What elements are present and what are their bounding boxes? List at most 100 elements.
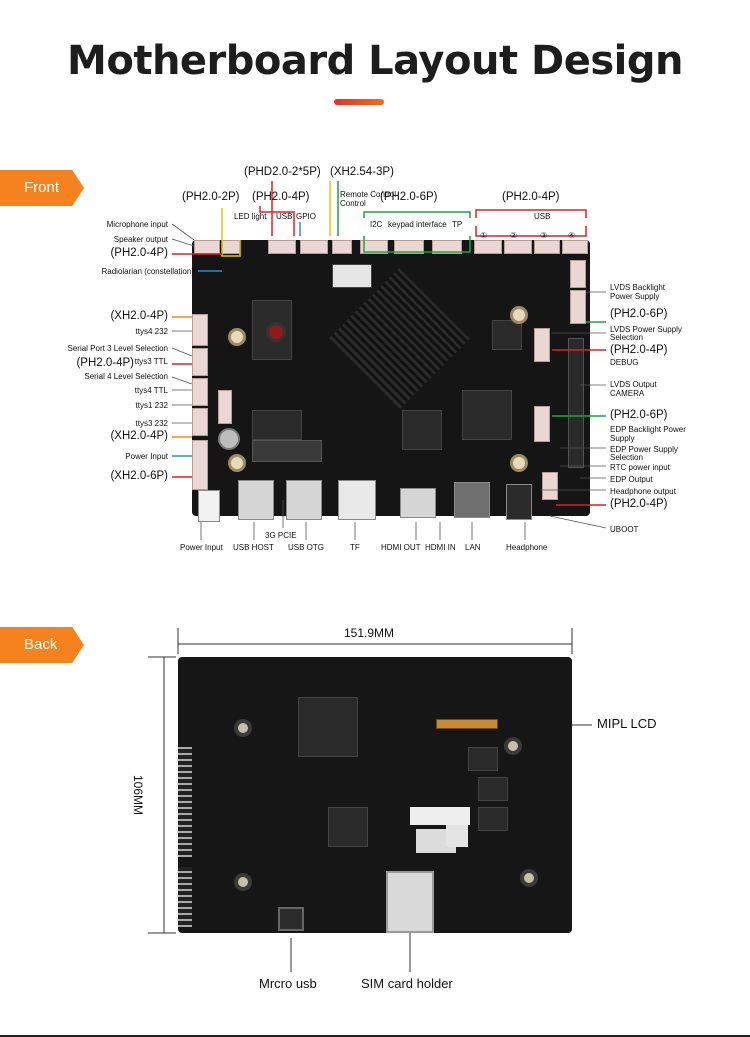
bottom-divider	[0, 1035, 750, 1037]
label-speaker-output: Speaker output	[113, 235, 168, 244]
connector	[192, 348, 208, 376]
back-board	[178, 657, 572, 933]
spec-left-xh2-4p-1: (XH2.0-4P)	[110, 310, 168, 322]
spec-ph2-6p-top: (PH2.0-6P)	[380, 191, 438, 203]
label-rtc-power: RTC power input	[610, 463, 670, 472]
headphone-jack	[506, 484, 532, 520]
label-power-supply: Power Supply	[610, 292, 660, 301]
width-dimension: 151.9MM	[344, 626, 395, 640]
label-lvds-backlight: LVDS Backlight	[610, 283, 665, 292]
label-gpio: GPIO	[296, 212, 317, 221]
height-dimension: 106MM	[131, 774, 146, 816]
connector	[534, 406, 550, 442]
mounting-hole	[228, 454, 246, 472]
connector	[192, 408, 208, 436]
connector	[218, 390, 232, 424]
label-headphone-output: Headphone output	[610, 487, 676, 496]
title-underline	[334, 99, 384, 105]
usb-number-3: ③	[540, 231, 548, 240]
label-ttys3-ttl: ttys3 TTL	[134, 357, 168, 366]
spec-ph2-4p-top: (PH2.0-4P)	[252, 191, 310, 203]
label-microphone-input: Microphone input	[106, 220, 168, 229]
connector	[192, 440, 208, 490]
chip	[462, 390, 512, 440]
label-hdmi-in: HDMI IN	[425, 543, 456, 552]
label-led-light: LED light	[234, 212, 267, 221]
label-usb-right: USB	[534, 212, 551, 221]
label-mipl-lcd: MIPL LCD	[597, 716, 657, 731]
spec-left-ph2-4p-1: (PH2.0-4P)	[110, 247, 168, 259]
spec-right-ph2-4p-1: (PH2.0-4P)	[610, 344, 668, 356]
connector	[192, 378, 208, 406]
chip	[328, 807, 368, 847]
micro-usb-port	[278, 907, 304, 931]
label-sticker	[410, 807, 470, 825]
connector	[542, 472, 558, 500]
front-board	[192, 240, 590, 522]
usb-number-4: ④	[568, 231, 576, 240]
usb-number-1: ①	[480, 231, 488, 240]
spec-right-ph2-4p-2: (PH2.0-4P)	[610, 498, 668, 510]
label-camera: CAMERA	[610, 389, 645, 398]
connector	[534, 240, 560, 254]
spec-ph2-4p-usb: (PH2.0-4P)	[502, 191, 560, 203]
mounting-hole	[234, 719, 252, 737]
label-usb-host: USB HOST	[233, 543, 274, 552]
lan-port	[454, 482, 490, 518]
label-hdmi-out: HDMI OUT	[381, 543, 421, 552]
connector	[570, 290, 586, 324]
label-lan: LAN	[465, 543, 481, 552]
connector	[504, 240, 532, 254]
tf-slot	[338, 480, 376, 520]
connector	[192, 314, 208, 346]
pcie-slot	[252, 440, 322, 462]
chip	[492, 320, 522, 350]
spec-right-ph2-6p-2: (PH2.0-6P)	[610, 409, 668, 421]
page-title: Motherboard Layout Design	[67, 38, 683, 84]
label-edp-backlight: EDP Backlight Power	[610, 425, 686, 434]
connector	[562, 240, 588, 254]
label-supply: Supply	[610, 434, 635, 443]
red-button	[266, 322, 286, 342]
label-tf: TF	[350, 543, 360, 552]
spec-ph2-2p: (PH2.0-2P)	[182, 191, 240, 203]
label-usb-top: USB	[276, 212, 293, 221]
label-serial4-level: Serial 4 Level Selection	[84, 372, 168, 381]
mounting-hole	[228, 328, 246, 346]
mounting-hole	[510, 454, 528, 472]
label-sim-card-holder: SIM card holder	[361, 976, 453, 991]
spec-left-ph2-4p-2: (PH2.0-4P)	[76, 357, 134, 369]
label-edp-power-supply: EDP Power Supply	[610, 445, 678, 454]
chip	[468, 747, 498, 771]
label-i2c: I2C	[370, 220, 383, 229]
spec-right-ph2-6p-1: (PH2.0-6P)	[610, 308, 668, 320]
mipl-lcd-connector	[436, 719, 498, 729]
label-keypad-interface: keypad interface	[388, 220, 447, 229]
mounting-hole	[504, 737, 522, 755]
connector	[432, 240, 462, 254]
label-serial3-level: Serial Port 3 Level Selection	[67, 344, 169, 353]
front-tag: Front	[0, 170, 84, 206]
label-tp: TP	[452, 220, 463, 229]
connector	[360, 240, 388, 254]
usb-number-2: ②	[510, 231, 518, 240]
connector	[268, 240, 296, 254]
pin-row	[178, 747, 192, 857]
back-tag: Back	[0, 627, 84, 663]
label-radiolarian: Radiolarian (constellation)	[101, 267, 195, 276]
power-input-port	[198, 490, 220, 522]
label-ttys4-232: ttys4 232	[135, 327, 168, 336]
label-ttys3-232: ttys3 232	[135, 419, 168, 428]
chip	[252, 410, 302, 440]
spec-left-xh2-6p: (XH2.0-6P)	[110, 470, 168, 482]
chip	[298, 697, 358, 757]
connector	[394, 240, 424, 254]
sim-card-holder	[386, 871, 434, 933]
label-remote: Remote Control	[340, 190, 397, 199]
label-debug: DEBUG	[610, 358, 639, 367]
label-headphone: Headphone	[506, 543, 548, 552]
label-micro-usb: Mrcro usb	[259, 976, 317, 991]
label-control: Control	[340, 199, 366, 208]
mounting-hole	[510, 306, 528, 324]
